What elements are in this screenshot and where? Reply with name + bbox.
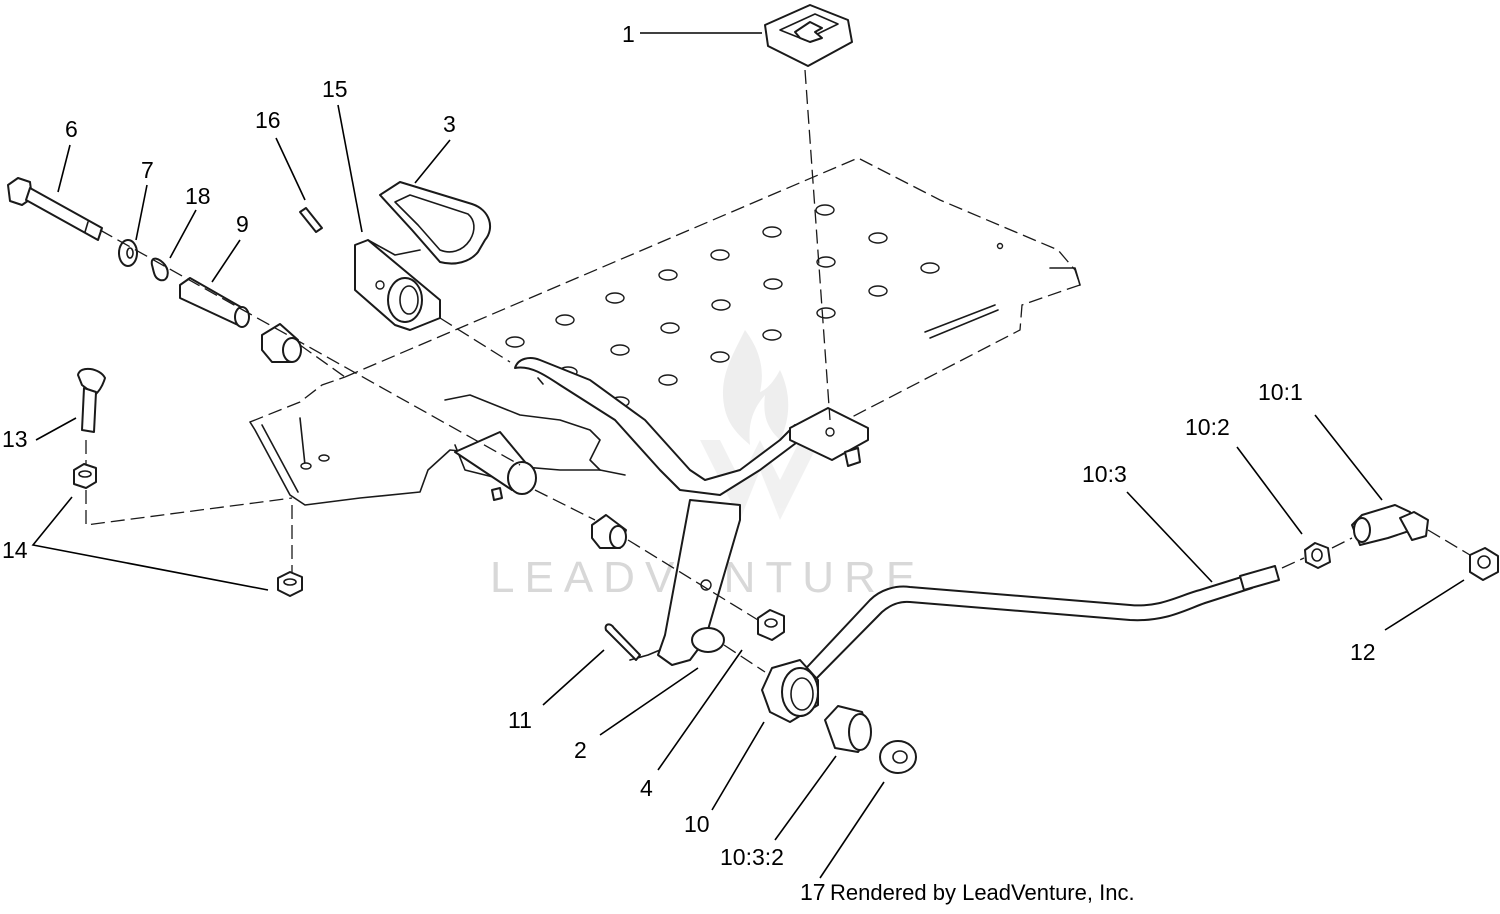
pedal-pad xyxy=(379,181,492,265)
callout-17: 17 xyxy=(800,879,826,905)
callout-15: 15 xyxy=(322,76,348,102)
callout-16: 16 xyxy=(255,107,281,133)
callouts: 1 2 3 4 6 7 9 10 10:1 10:2 10:3 10:3:2 1… xyxy=(2,21,1376,905)
nut-lower xyxy=(277,571,303,597)
callout-10-3: 10:3 xyxy=(1082,461,1127,487)
callout-10-1: 10:1 xyxy=(1258,379,1303,405)
callout-10-2: 10:2 xyxy=(1185,414,1230,440)
bushing-mid xyxy=(591,514,627,549)
callout-10-3-2: 10:3:2 xyxy=(720,844,784,870)
callout-14: 14 xyxy=(2,537,28,563)
assembly-lines xyxy=(85,69,1471,673)
callout-1: 1 xyxy=(622,21,635,47)
floor-plate xyxy=(249,157,1081,423)
watermark-flame-icon xyxy=(700,330,820,520)
carriage-bolt xyxy=(77,367,106,433)
foot-pad xyxy=(764,4,853,67)
cotter-pin xyxy=(604,623,641,661)
pivot-tube xyxy=(454,431,537,501)
washer-7 xyxy=(118,239,138,267)
callout-13: 13 xyxy=(2,426,28,452)
large-bushing xyxy=(761,659,819,723)
callout-18: 18 xyxy=(185,183,211,209)
callout-9: 9 xyxy=(236,211,249,237)
callout-7: 7 xyxy=(141,157,154,183)
plate-holes xyxy=(505,204,1004,408)
callout-12: 12 xyxy=(1350,639,1376,665)
callout-3: 3 xyxy=(443,111,456,137)
callout-10: 10 xyxy=(684,811,710,837)
mounting-bracket xyxy=(249,394,626,506)
spacer-tube xyxy=(179,277,250,328)
nut-upper xyxy=(73,463,97,489)
pedal-block xyxy=(354,239,441,331)
bolt xyxy=(7,177,103,241)
clip-ring xyxy=(150,257,169,282)
leader-lines xyxy=(31,32,1465,879)
roll-pin xyxy=(299,207,323,233)
jam-nut xyxy=(1304,542,1331,569)
lock-nut xyxy=(757,609,785,641)
end-nut xyxy=(1469,547,1499,581)
callout-2: 2 xyxy=(574,737,587,763)
rod-end xyxy=(1351,504,1429,546)
control-rod xyxy=(794,565,1280,691)
bushing-left xyxy=(261,323,302,363)
flat-washer xyxy=(879,740,917,774)
callout-11: 11 xyxy=(508,707,532,733)
callout-4: 4 xyxy=(640,775,653,801)
rod-spacer xyxy=(824,705,872,753)
render-credit: Rendered by LeadVenture, Inc. xyxy=(830,880,1135,905)
pad-mount xyxy=(789,407,869,467)
callout-6: 6 xyxy=(65,116,78,142)
